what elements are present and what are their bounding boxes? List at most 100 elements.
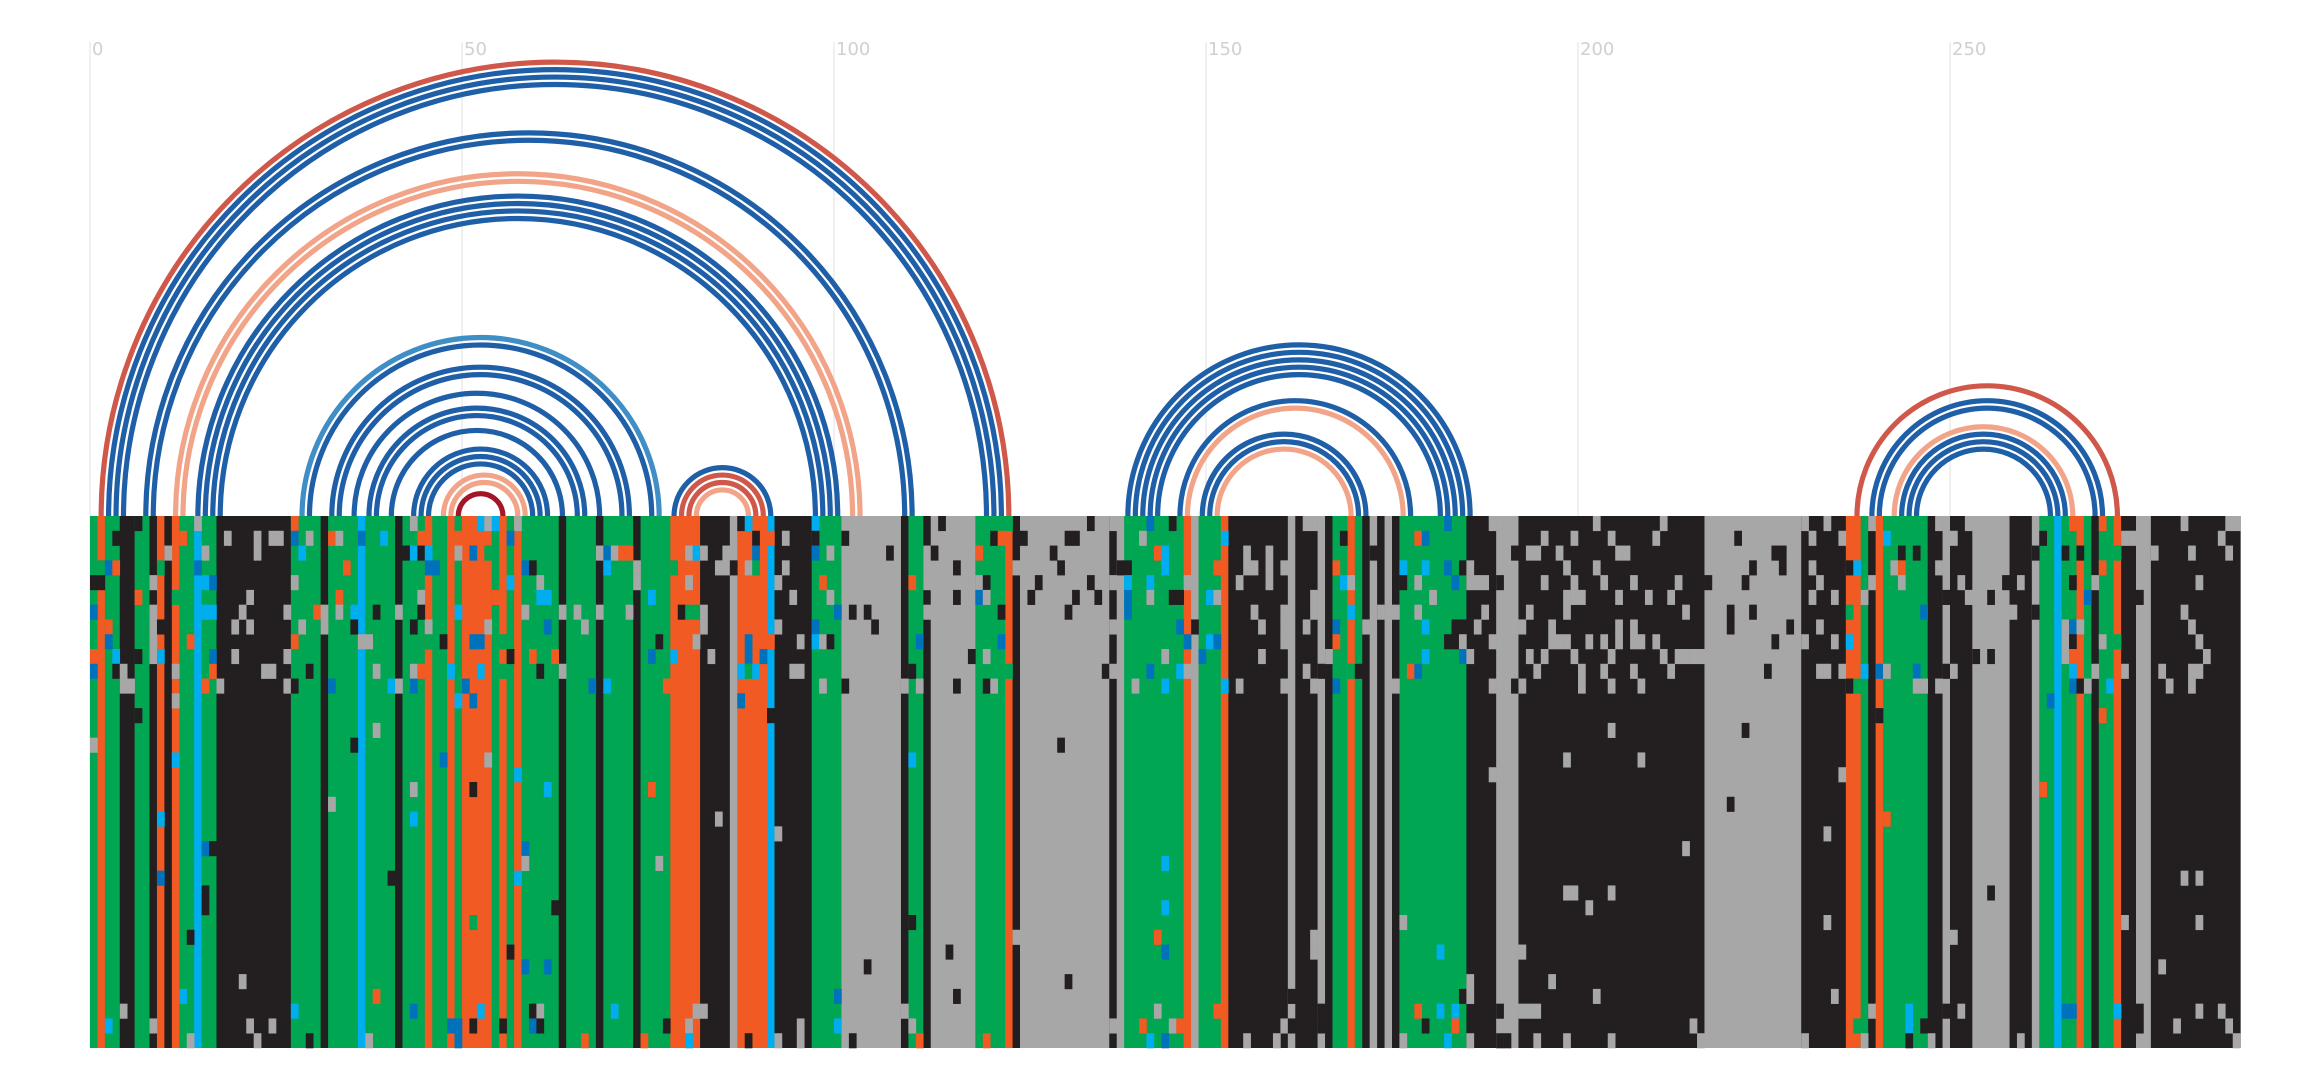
- alignment-cell: [1458, 634, 1467, 650]
- alignment-cell: [1525, 1003, 1534, 1019]
- alignment-cell: [558, 663, 567, 679]
- alignment-cell: [1258, 649, 1266, 665]
- alignment-cell: [915, 1033, 924, 1049]
- alignment-cell: [1838, 767, 1847, 783]
- alignment-cell: [454, 604, 463, 620]
- alignment-cell: [581, 1033, 589, 1049]
- alignment-cell: [2076, 545, 2085, 561]
- alignment-cell: [2069, 678, 2077, 694]
- alignment-cell: [2113, 1003, 2122, 1019]
- alignment-cell: [514, 516, 522, 532]
- alignment-cell: [700, 1003, 708, 1019]
- alignment-cell: [2061, 619, 2070, 635]
- alignment-cell: [826, 634, 835, 650]
- alignment-cell: [1950, 530, 1958, 546]
- alignment-cell: [2121, 530, 2129, 546]
- alignment-cell: [1778, 545, 1787, 561]
- alignment-cell: [886, 545, 894, 561]
- alignment-cell: [1131, 678, 1140, 694]
- alignment-cell: [1265, 560, 1274, 576]
- pair-arc: [210, 208, 826, 517]
- alignment-cell: [908, 575, 917, 591]
- alignment-cell: [2046, 693, 2055, 709]
- alignment-cell: [409, 678, 418, 694]
- alignment-cell: [1176, 619, 1184, 635]
- alignment-cell: [2188, 678, 2196, 694]
- alignment-cell: [164, 545, 173, 561]
- alignment-cell: [1838, 663, 1847, 679]
- alignment-cell: [1347, 604, 1356, 620]
- pair-arc: [120, 81, 990, 517]
- alignment-cell: [1682, 649, 1690, 665]
- alignment-cell: [670, 560, 679, 576]
- alignment-column: [2083, 516, 2092, 1048]
- alignment-cell: [395, 604, 403, 620]
- alignment-cell: [1317, 1018, 1326, 1034]
- alignment-cell: [1287, 988, 1296, 1004]
- alignment-cell: [290, 678, 299, 694]
- alignment-cell: [350, 604, 359, 620]
- alignment-cell: [276, 530, 284, 546]
- alignment-cell: [186, 929, 195, 945]
- alignment-cell: [648, 649, 656, 665]
- alignment-cell: [417, 530, 426, 546]
- alignment-cell: [1466, 649, 1475, 665]
- alignment-cell: [677, 604, 686, 620]
- alignment-cell: [1101, 663, 1110, 679]
- alignment-cell: [923, 545, 932, 561]
- alignment-cell: [171, 752, 180, 768]
- alignment-column: [97, 516, 106, 1048]
- alignment-column: [491, 516, 500, 1048]
- alignment-cell: [1451, 634, 1460, 650]
- alignment-cell: [134, 649, 143, 665]
- alignment-column: [1347, 516, 1356, 1048]
- alignment-cell: [915, 634, 924, 650]
- pair-arc: [678, 472, 766, 517]
- alignment-cell: [811, 530, 820, 546]
- alignment-cell: [1124, 589, 1132, 605]
- alignment-cell: [1168, 516, 1177, 532]
- pair-arc: [113, 74, 997, 517]
- alignment-cell: [1816, 575, 1824, 591]
- alignment-cell: [863, 604, 872, 620]
- alignment-cell: [2076, 678, 2085, 694]
- alignment-cell: [409, 782, 418, 798]
- alignment-cell: [1511, 678, 1519, 694]
- alignment-cell: [1652, 530, 1661, 546]
- alignment-cell: [1630, 663, 1638, 679]
- alignment-cell: [1332, 619, 1341, 635]
- alignment-cell: [1421, 619, 1430, 635]
- alignment-cell: [1845, 634, 1854, 650]
- alignment-cell: [1511, 545, 1519, 561]
- alignment-cell: [119, 678, 128, 694]
- alignment-cell: [781, 560, 790, 576]
- alignment-cell: [104, 560, 113, 576]
- alignment-cell: [863, 959, 872, 975]
- alignment-cell: [1726, 604, 1735, 620]
- pair-arc: [693, 487, 752, 517]
- alignment-cell: [2180, 870, 2189, 886]
- alignment-cell: [1198, 649, 1207, 665]
- alignment-cell: [1607, 530, 1616, 546]
- pair-arc: [686, 479, 759, 517]
- alignment-cell: [90, 649, 98, 665]
- alignment-cell: [1957, 575, 1966, 591]
- alignment-cell: [685, 545, 693, 561]
- alignment-cell: [1094, 589, 1103, 605]
- alignment-cell: [1592, 516, 1601, 532]
- alignment-cell: [298, 619, 307, 635]
- pair-arc: [1140, 357, 1458, 517]
- alignment-cell: [722, 560, 731, 576]
- alignment-cell: [209, 604, 217, 620]
- alignment-cell: [1086, 575, 1095, 591]
- alignment-cell: [1853, 1018, 1862, 1034]
- alignment-column: [506, 516, 515, 1048]
- alignment-cell: [543, 619, 552, 635]
- alignment-cell: [97, 560, 106, 576]
- alignment-cell: [469, 915, 478, 931]
- alignment-cell: [2202, 649, 2211, 665]
- alignment-cell: [796, 1033, 805, 1049]
- alignment-cell: [752, 545, 760, 561]
- alignment-cell: [1399, 915, 1408, 931]
- alignment-cell: [387, 870, 396, 886]
